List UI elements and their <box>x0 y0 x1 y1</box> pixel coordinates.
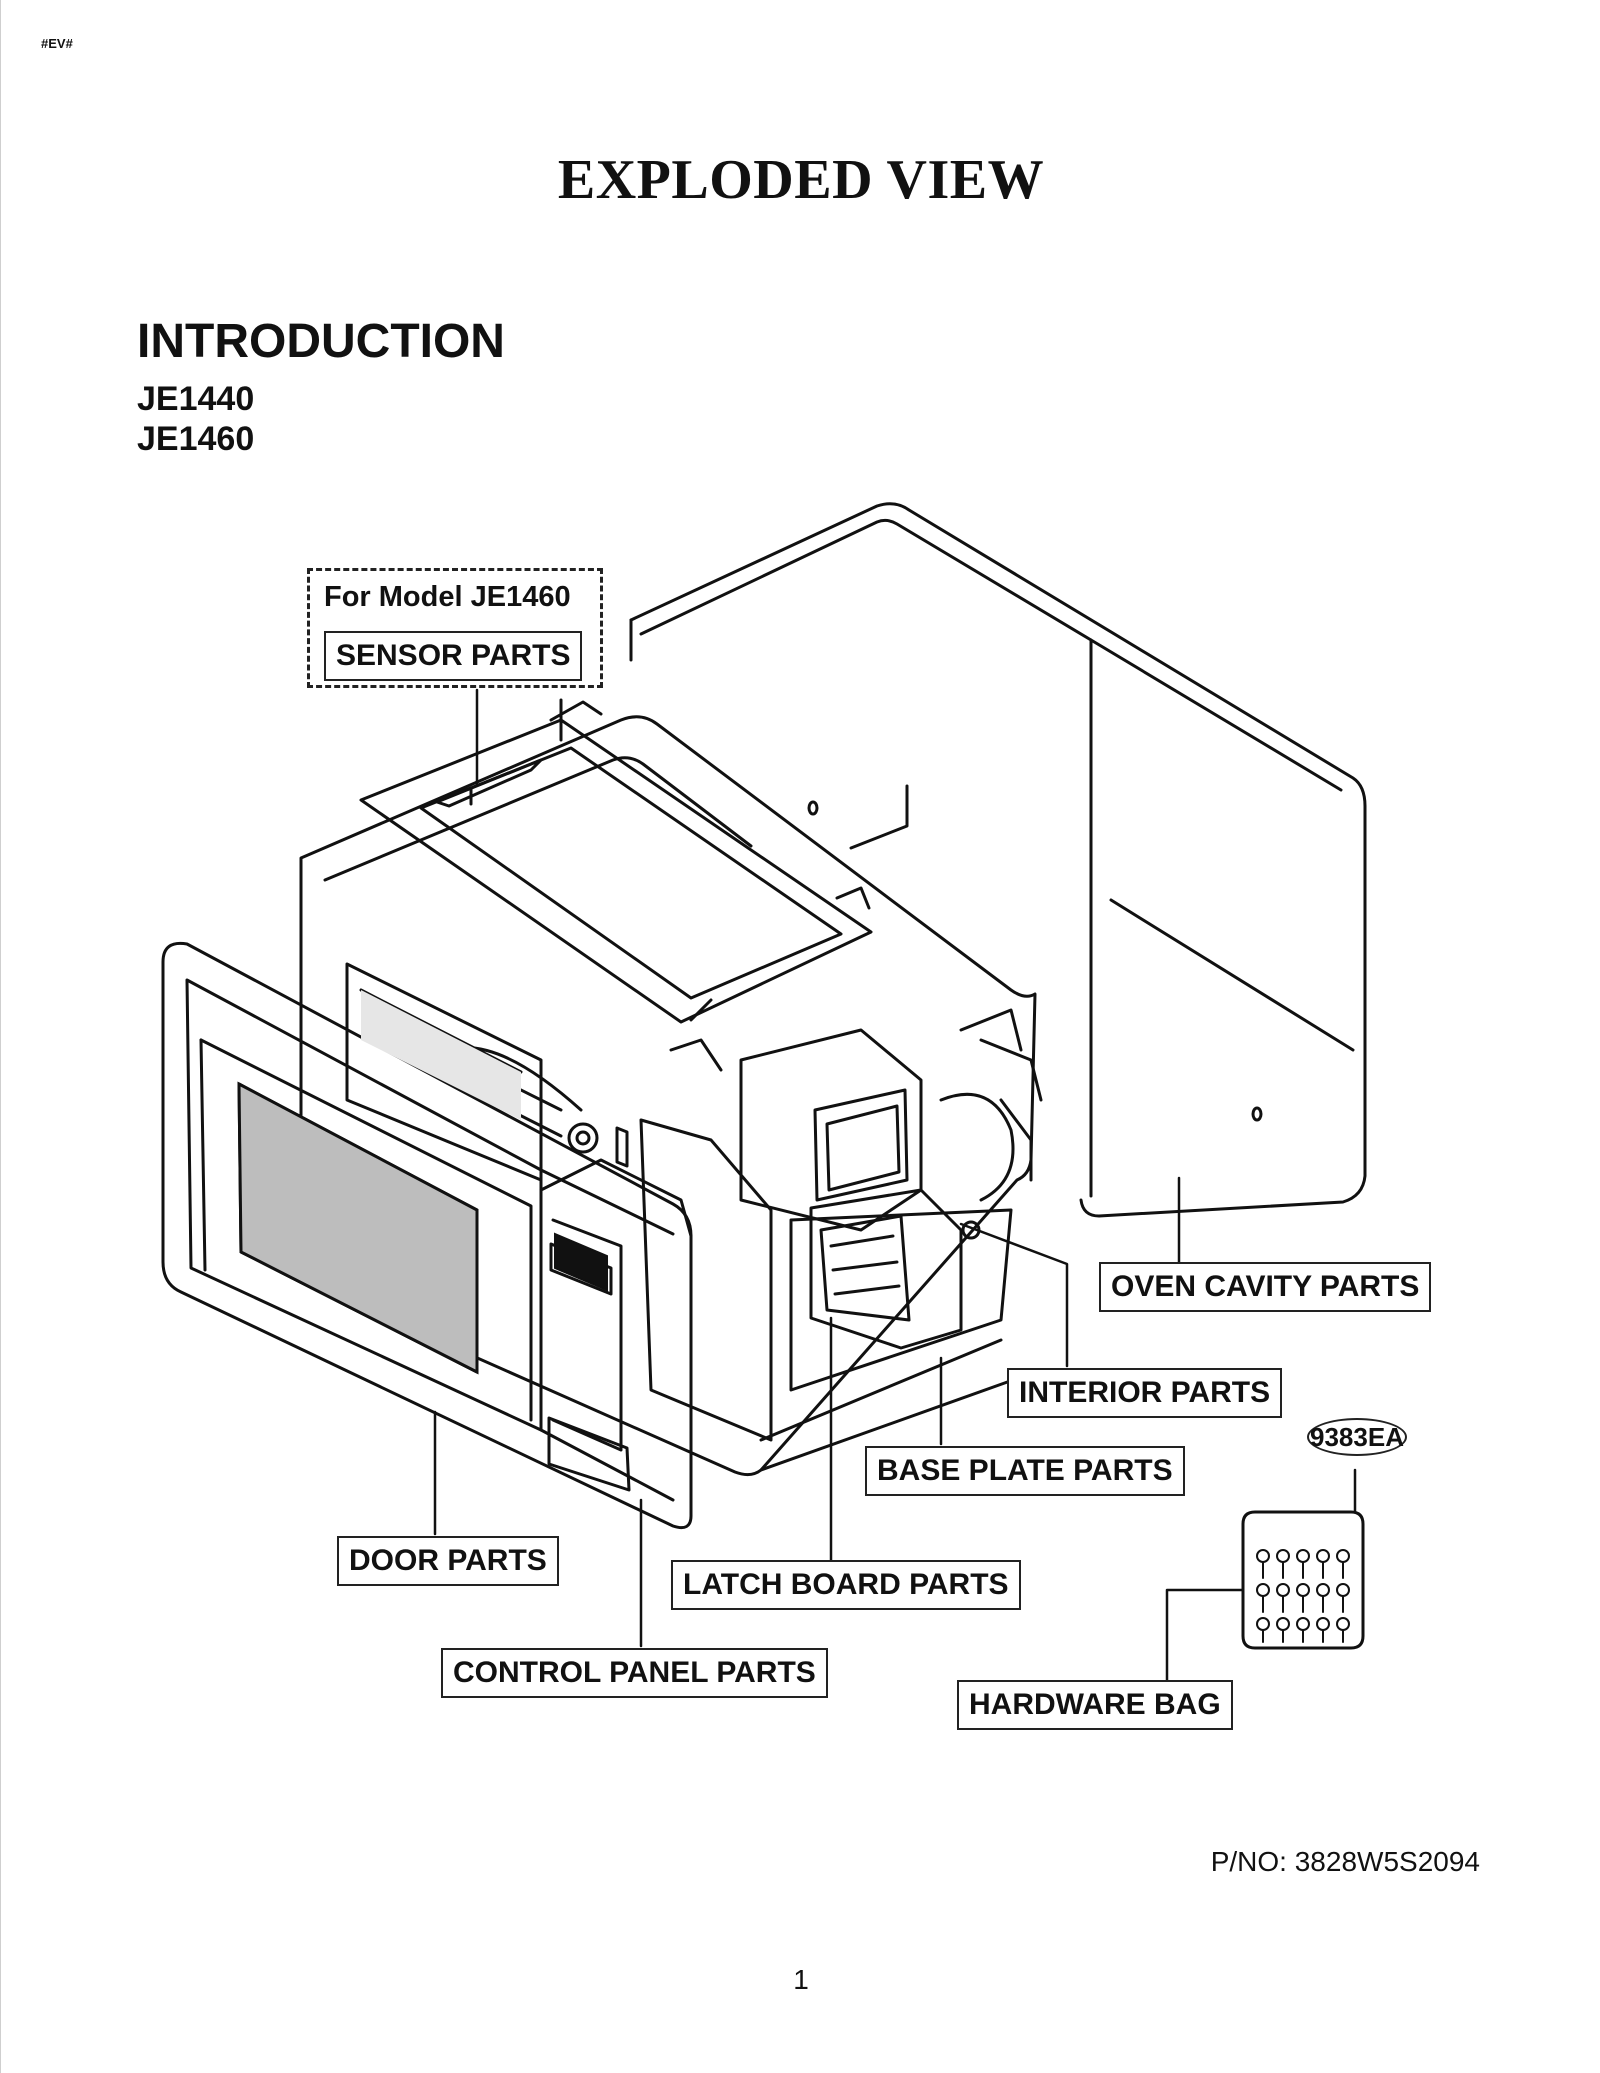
hardware-bag-drawing <box>1241 1510 1365 1650</box>
base-plate-parts-label: BASE PLATE PARTS <box>865 1446 1185 1496</box>
sensor-model-note: For Model JE1460 <box>324 581 571 613</box>
sensor-parts-label: SENSOR PARTS <box>324 631 583 681</box>
model-number: JE1440 <box>137 380 255 418</box>
hardware-bag-label: HARDWARE BAG <box>957 1680 1233 1730</box>
section-heading: INTRODUCTION <box>137 315 505 368</box>
door-parts-label: DOOR PARTS <box>337 1536 559 1586</box>
oven-cavity-parts-label: OVEN CAVITY PARTS <box>1099 1262 1432 1312</box>
cavity-top-plate <box>359 698 873 1024</box>
model-number: JE1460 <box>137 420 255 458</box>
chassis-frame <box>299 715 1037 1477</box>
page-title: EXPLODED VIEW <box>557 149 1045 211</box>
page-number: 1 <box>793 1964 809 1995</box>
hardware-part-code: 9383EA <box>1307 1418 1407 1456</box>
interior-parts-label: INTERIOR PARTS <box>1007 1368 1283 1418</box>
internal-components <box>669 998 1043 1350</box>
door-window <box>237 1081 479 1375</box>
part-number: P/NO: 3828W5S2094 <box>1210 1846 1480 1877</box>
outer-cabinet <box>629 502 1367 1218</box>
leader-lines <box>433 688 1357 1682</box>
control-panel-parts-label: CONTROL PANEL PARTS <box>441 1648 828 1698</box>
latch-board-parts-label: LATCH BOARD PARTS <box>671 1560 1021 1610</box>
document-code-tag: #EV# <box>41 36 73 51</box>
control-display <box>554 1232 608 1292</box>
sensor-parts-group: For Model JE1460 SENSOR PARTS <box>307 568 603 688</box>
